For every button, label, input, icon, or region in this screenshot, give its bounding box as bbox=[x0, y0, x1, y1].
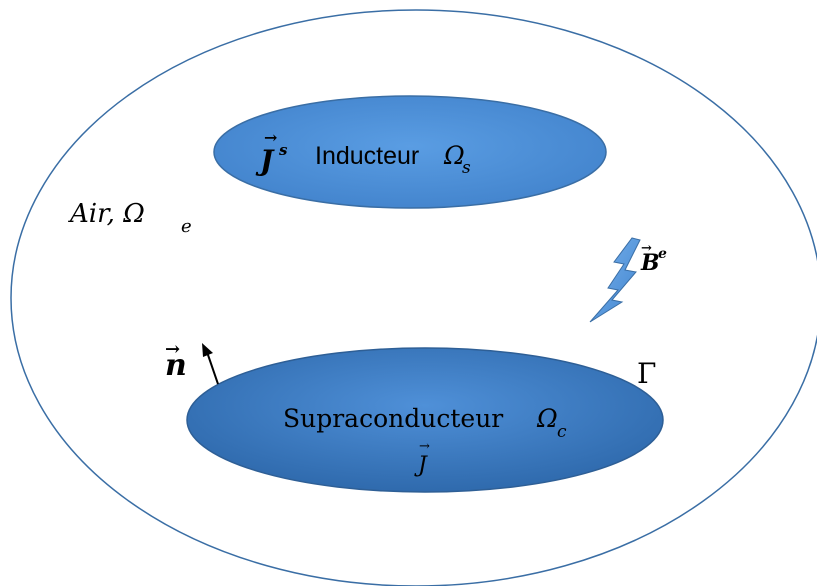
svg-text:→: → bbox=[641, 241, 652, 256]
svg-text:→: → bbox=[419, 439, 430, 454]
inductor-name: Inducteur bbox=[315, 142, 419, 170]
svg-text:→: → bbox=[165, 339, 180, 360]
field-symbol: B bbox=[640, 250, 660, 276]
field-sup: e bbox=[658, 246, 667, 262]
inductor-omega-symbol: Ω bbox=[443, 141, 465, 170]
superconductor-omega-symbol: Ω bbox=[536, 404, 558, 433]
field-label: B → e bbox=[640, 241, 667, 276]
inductor-domain bbox=[213, 95, 607, 209]
normal-label: n → bbox=[165, 339, 187, 383]
air-label-text: Air, Ω bbox=[68, 199, 145, 229]
superconductor-name: Supraconducteur bbox=[283, 404, 503, 433]
magnetic-field-bolt-icon bbox=[589, 237, 641, 323]
inductor-current-sup: s bbox=[279, 141, 288, 159]
air-label: Air, Ω e bbox=[68, 199, 192, 237]
inductor-current-symbol: J bbox=[255, 144, 275, 177]
svg-text:→: → bbox=[264, 128, 277, 147]
inductor-label: J → s Inducteur Ω s bbox=[255, 128, 471, 178]
inductor-omega-sub: s bbox=[462, 158, 471, 178]
boundary-label: Γ bbox=[637, 357, 656, 390]
superconductor-omega-sub: c bbox=[557, 422, 567, 442]
superconductor-domain bbox=[186, 347, 664, 493]
air-label-sub: e bbox=[181, 216, 192, 237]
normal-vector-arrow-icon bbox=[202, 343, 219, 385]
normal-symbol: n bbox=[165, 348, 187, 383]
superconductor-current-symbol: J bbox=[414, 453, 428, 478]
superconductor-label: Supraconducteur Ω c J → bbox=[283, 404, 567, 478]
